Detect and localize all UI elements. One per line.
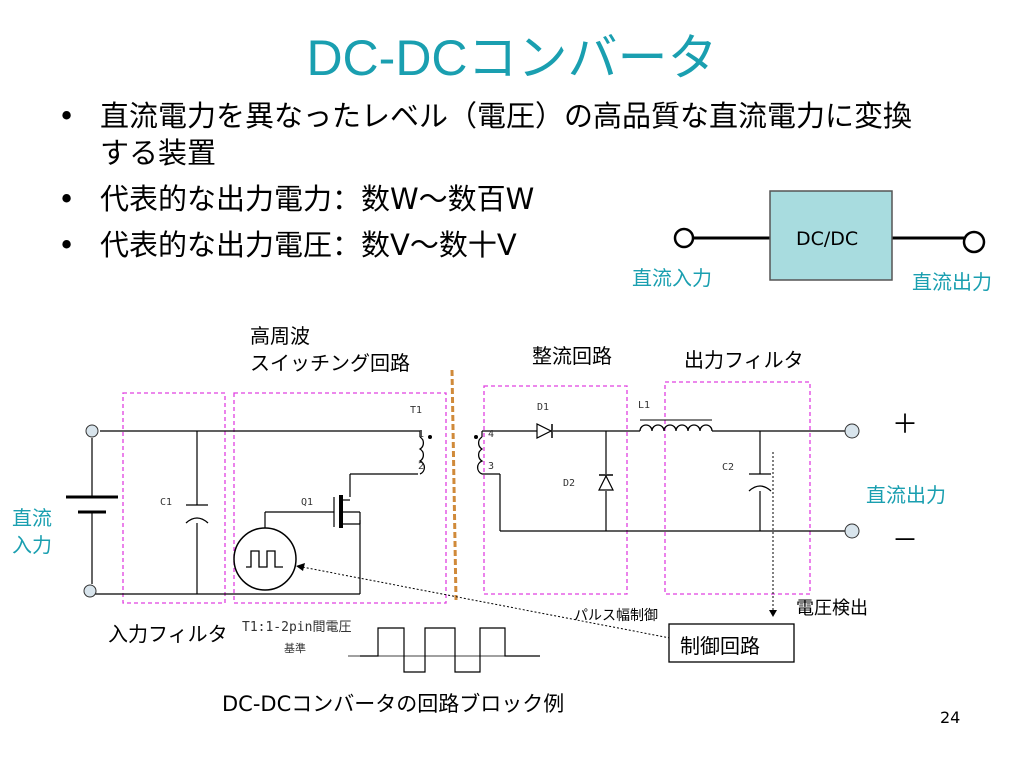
block-diagram: [673, 190, 986, 281]
bullet-item: • 直流電力を異なったレベル（電圧）の高品質な直流電力に変換する装置: [58, 98, 978, 172]
block-input-terminal: [673, 227, 695, 249]
t1-dot-primary: [428, 435, 432, 439]
circuit-wires: [91, 430, 845, 595]
battery-symbol: [66, 495, 118, 514]
page-number: 24: [940, 708, 961, 727]
d1-diode: [536, 423, 553, 439]
block-input-label: 直流入力: [632, 266, 712, 290]
switching-label-line2: スイッチング回路: [250, 351, 410, 375]
circuit-input-label-line1: 直流: [12, 506, 52, 530]
output-terminal-minus: [844, 523, 860, 539]
transformer-t1: [418, 436, 484, 475]
circuit-output-label: 直流出力: [866, 483, 946, 507]
block-output-terminal: [962, 230, 986, 254]
bullet-dot: •: [58, 182, 76, 216]
pwm-arrowhead: [296, 563, 305, 571]
voltage-detect-label: 電圧検出: [796, 598, 868, 619]
circuit-caption: DC-DCコンバータの回路ブロック例: [222, 692, 565, 716]
pin2-label: 2: [418, 461, 425, 472]
output-terminal-plus: [844, 423, 860, 439]
pin3-label: 3: [488, 461, 495, 472]
block-output-label: 直流出力: [912, 270, 992, 294]
c2-capacitor: [748, 473, 772, 492]
circuit-input-label-line2: 入力: [12, 533, 52, 557]
input-filter-label: 入力フィルタ: [108, 622, 228, 646]
c1-label: C1: [160, 497, 173, 508]
bullet-item: • 代表的な出力電力：数W～数百W: [58, 181, 978, 218]
pin4-label: 4: [488, 429, 495, 440]
control-circuit-label: 制御回路: [680, 634, 760, 658]
waveform-reference: 基準: [284, 642, 306, 655]
q1-mosfet: [333, 495, 361, 528]
feedback-arrowhead: [769, 610, 777, 617]
section-boxes: [122, 381, 811, 604]
rectifier-label: 整流回路: [532, 344, 612, 368]
bullet-item: • 代表的な出力電圧：数V～数十V: [58, 227, 978, 264]
rectifier-box: [483, 385, 628, 595]
pwm-control-line: [296, 565, 671, 639]
d2-label: D2: [563, 478, 576, 489]
bullet-text: 代表的な出力電力：数W～数百W: [100, 182, 535, 216]
switching-box: [233, 392, 447, 604]
input-terminal-top: [85, 424, 99, 438]
output-filter-box: [664, 381, 811, 595]
q1-label: Q1: [301, 497, 314, 508]
bullet-text: 直流電力を異なったレベル（電圧）の高品質な直流電力に変換する装置: [100, 99, 913, 170]
bullet-dot: •: [58, 99, 76, 133]
d2-diode: [598, 474, 614, 491]
dcdc-block-label: DC/DC: [796, 228, 859, 250]
slide-title: DC-DCコンバータ: [306, 30, 718, 86]
pin1-label: 1: [418, 429, 425, 440]
l1-inductor: [639, 424, 713, 432]
c2-label: C2: [722, 462, 735, 473]
l1-label: L1: [638, 400, 651, 411]
waveform-note: T1:1-2pin間電圧: [242, 620, 352, 635]
waveform: [348, 627, 540, 673]
control-circuit-box: [668, 623, 795, 663]
oscillator: [233, 527, 297, 591]
minus-sign: －: [892, 526, 919, 556]
pwm-label: パルス幅制御: [574, 608, 658, 624]
input-terminal-bottom: [83, 584, 97, 598]
bullet-dot: •: [58, 228, 76, 262]
square-wave-icon: [246, 550, 283, 568]
switching-label-line1: 高周波: [250, 324, 310, 348]
d1-label: D1: [537, 402, 550, 413]
input-filter-box: [122, 392, 226, 604]
transformer-core: [450, 369, 458, 601]
dcdc-block: [769, 190, 893, 281]
c1-capacitor: [185, 504, 209, 524]
output-filter-label: 出力フィルタ: [684, 348, 804, 372]
bullet-text: 代表的な出力電圧：数V～数十V: [100, 228, 517, 262]
t1-label: T1: [410, 405, 423, 416]
plus-sign: ＋: [892, 410, 919, 440]
t1-dot-secondary: [474, 435, 478, 439]
bullet-list: • 直流電力を異なったレベル（電圧）の高品質な直流電力に変換する装置 • 代表的な出…: [58, 98, 978, 273]
